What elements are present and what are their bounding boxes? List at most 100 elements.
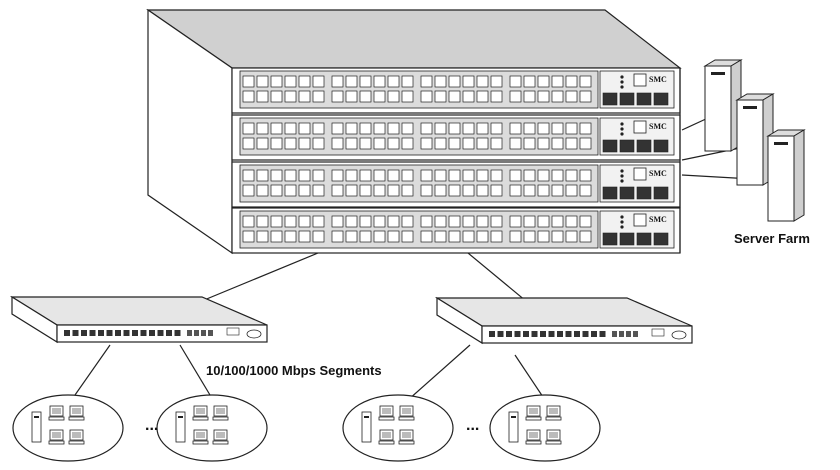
rj45-port [448,122,461,135]
edge-port [157,330,164,336]
sfp-slot [602,232,618,246]
rj45-port [509,122,522,135]
rj45-port [359,75,372,88]
server-farm-label: Server Farm [734,231,810,246]
rj45-port [420,75,433,88]
brand-logo: SMC [649,75,667,84]
rj45-port [462,215,475,228]
edge-port [540,331,546,337]
console-port [633,167,647,181]
pc-base [192,416,209,421]
edge-port [497,331,504,337]
rj45-port [331,230,344,243]
sfp-slot [619,139,635,153]
rj45-port [509,75,522,88]
rj45-port [312,230,325,243]
rj45-port [490,122,503,135]
server-front [736,99,764,186]
rj45-port [523,75,536,88]
rj45-port [434,184,447,197]
server-drive-bay [743,106,757,109]
rj45-port [270,215,283,228]
rj45-port [509,169,522,182]
rj45-port [345,122,358,135]
brand-logo: SMC [649,215,667,224]
pc-screen [52,408,61,414]
edge-uplink-port [612,331,617,337]
pc-screen [382,408,391,414]
workgroup-1 [12,394,124,462]
rj45-port [373,215,386,228]
rj45-port [462,137,475,150]
rj45-port [551,137,564,150]
rj45-port [284,184,297,197]
sfp-slot [653,232,669,246]
rj45-port [462,184,475,197]
rj45-port [509,137,522,150]
edge-switch-left [9,295,268,344]
rj45-port [345,90,358,103]
rj45-port [537,90,550,103]
rj45-port [242,122,255,135]
rj45-port [256,137,269,150]
rj45-port [284,137,297,150]
rj45-port [256,230,269,243]
rj45-port [331,75,344,88]
rj45-port [523,90,536,103]
rj45-port [401,137,414,150]
rj45-port [551,169,564,182]
core-switch-3: SMC [231,161,681,208]
rj45-port [565,215,578,228]
brand-logo: SMC [649,169,667,178]
workgroup-ring [342,394,454,462]
core-switch-4: SMC [231,207,681,254]
pc-screen [402,432,411,438]
rj45-port [509,215,522,228]
sfp-slot [619,186,635,200]
edge-uplink-port [194,330,199,336]
rj45-port [270,75,283,88]
rj45-port [420,215,433,228]
rj45-port [284,215,297,228]
rj45-port [476,122,489,135]
rj45-port [345,215,358,228]
sfp-slot [619,92,635,106]
edge-led-block [226,327,240,336]
pc-base [378,440,395,445]
rj45-port [270,169,283,182]
rj45-port [373,122,386,135]
rj45-port [579,75,592,88]
pc-base [48,416,65,421]
rj45-port [523,122,536,135]
rj45-port [312,75,325,88]
edge-uplink-port [633,331,638,337]
console-port [633,73,647,87]
workgroup-server-bay [511,416,516,418]
rj45-port [448,230,461,243]
edge-port [531,331,538,337]
rj45-port [509,184,522,197]
rj45-port [523,230,536,243]
rj45-port [448,137,461,150]
rj45-port [490,215,503,228]
rj45-port [256,184,269,197]
rj45-port [565,75,578,88]
rj45-port [401,215,414,228]
edge-port [506,331,512,337]
sfp-slot [636,232,652,246]
edge-port [81,330,87,336]
status-led [620,132,624,136]
rj45-port [420,230,433,243]
rj45-port [420,90,433,103]
sfp-slot [636,186,652,200]
rj45-port [448,184,461,197]
core-switch-2: SMC [231,114,681,161]
rj45-port [434,75,447,88]
rj45-port [401,90,414,103]
rj45-port [476,137,489,150]
edge-port [89,330,96,336]
link-edge-left-group-1 [74,344,111,396]
server-drive-bay [774,142,788,145]
edge-port [574,331,580,337]
rj45-port [373,184,386,197]
